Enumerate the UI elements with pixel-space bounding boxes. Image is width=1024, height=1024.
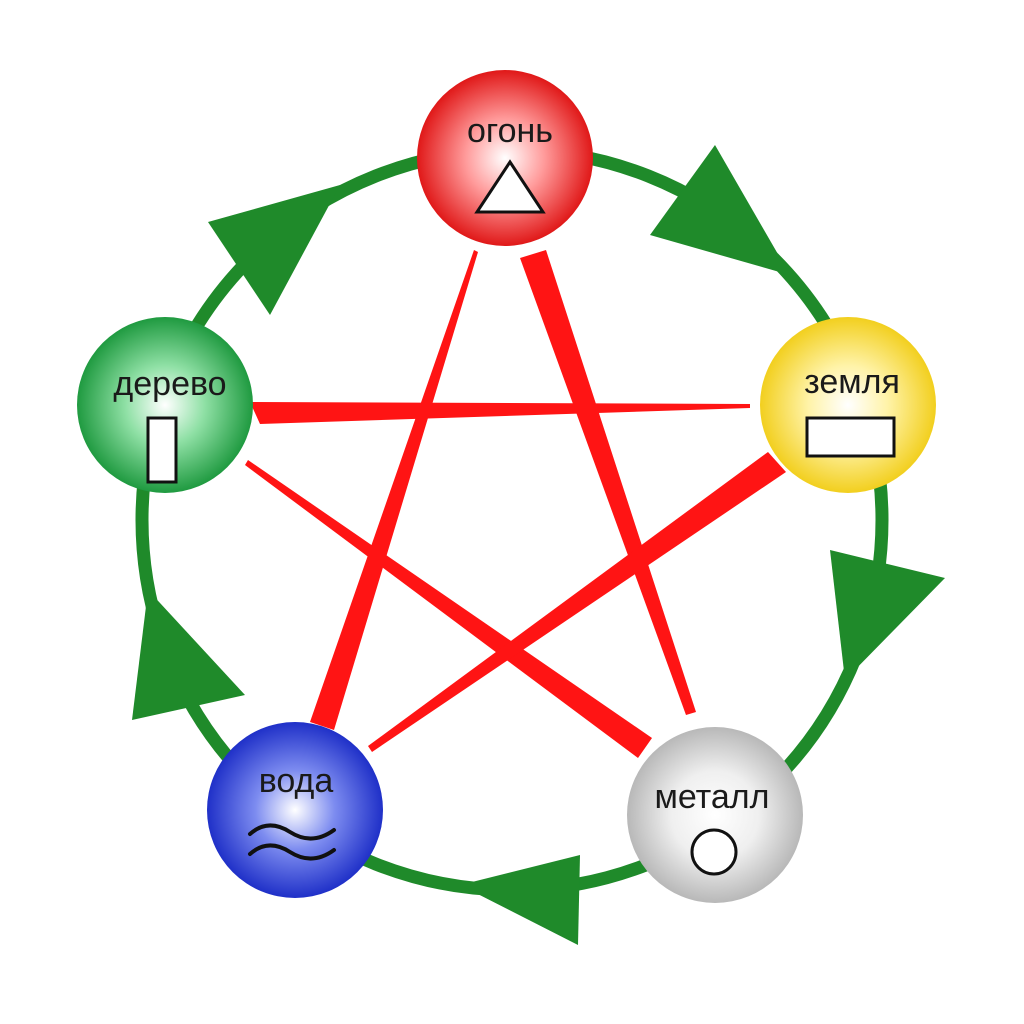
node-earth: земля (760, 317, 936, 493)
node-wood-circle (77, 317, 253, 493)
node-earth-label: земля (804, 363, 900, 401)
vertical-bar-icon (146, 416, 178, 484)
controlling-line-metal-to-wood (245, 460, 652, 758)
generating-arrow-fire-to-earth (650, 145, 790, 275)
controlling-line-fire-to-metal (520, 250, 696, 715)
node-earth-circle (760, 317, 936, 493)
node-fire-circle (417, 70, 593, 246)
controlling-line-earth-to-water (368, 452, 786, 752)
node-water-circle (207, 722, 383, 898)
generating-arrow-earth-to-metal (830, 550, 945, 680)
rectangle-icon (805, 416, 896, 458)
node-metal: металл (627, 727, 803, 903)
node-fire-label: огонь (467, 112, 553, 150)
controlling-line-wood-to-earth (250, 402, 750, 424)
generating-arrow-wood-to-fire (208, 185, 340, 315)
waves-icon (248, 823, 336, 861)
node-wood: дерево (77, 317, 253, 493)
node-fire: огонь (417, 70, 593, 246)
node-water-label: вода (259, 762, 334, 800)
node-metal-circle (627, 727, 803, 903)
generating-arrow-water-to-wood (132, 590, 245, 720)
circle-icon (690, 828, 738, 876)
node-water: вода (207, 722, 383, 898)
node-wood-label: дерево (113, 365, 226, 403)
node-metal-label: металл (655, 778, 770, 816)
controlling-line-water-to-fire (310, 250, 478, 730)
triangle-icon (474, 159, 546, 214)
generating-arrow-metal-to-water (460, 855, 580, 945)
controlling-cycle (245, 250, 786, 758)
